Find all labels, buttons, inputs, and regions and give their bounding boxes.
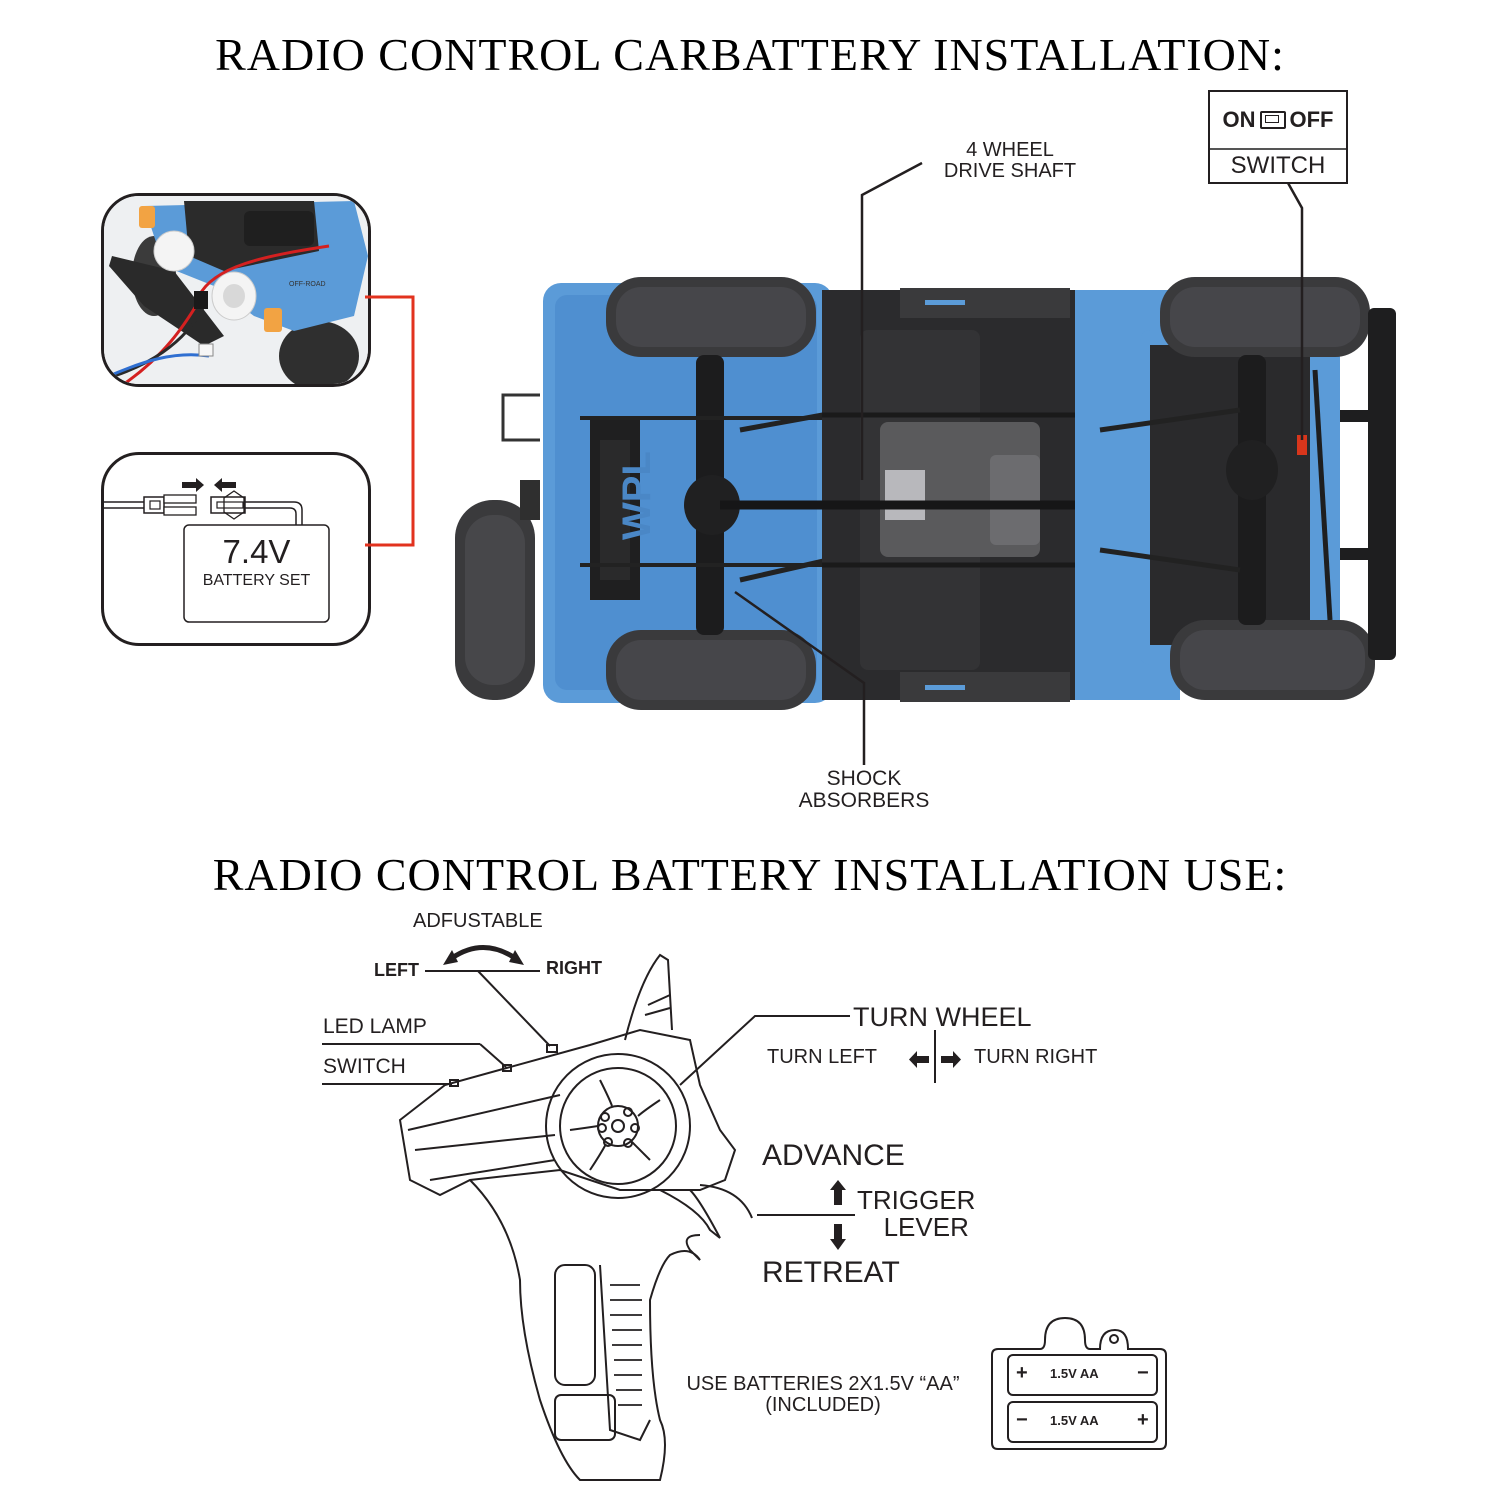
drive-shaft-label: 4 WHEEL DRIVE SHAFT [920,140,1100,182]
battery-cell-2-minus: − [1016,1409,1028,1431]
on-off-switch-box: ON OFF SWITCH [1208,90,1348,184]
advance-arrow-icon [830,1180,846,1205]
svg-text:OFF-ROAD: OFF-ROAD [289,281,326,288]
batteries-instruction: USE BATTERIES 2X1.5V “AA” (INCLUDED) [668,1374,978,1416]
section1-title: RADIO CONTROL CARBATTERY INSTALLATION: [215,29,1285,80]
turn-right-arrow-icon [941,1051,961,1068]
front-left-tire [606,277,816,357]
slide-switch-icon [1259,111,1286,129]
svg-text:WPL: WPL [615,451,659,540]
adjustable-label: ADFUSTABLE [413,910,543,932]
push-right-arrow-icon [182,478,204,492]
turn-right-label: TURN RIGHT [974,1046,1098,1068]
advance-label: ADVANCE [762,1139,905,1172]
switch-label: SWITCH [1230,152,1326,179]
battery-connection-photo: OFF-ROAD [104,196,368,384]
led-lamp-label: LED LAMP [323,1015,427,1038]
rear-left-tire [1160,277,1370,357]
shock-absorber-leader [734,590,866,765]
drive-shaft-label-line1: 4 WHEEL [966,139,1054,161]
battery-cell-2-plus: + [1137,1409,1149,1431]
battery-connection-photo-callout: OFF-ROAD [101,193,371,387]
shock-absorbers-label: SHOCK ABSORBERS [774,767,954,813]
drive-shaft-leader [860,161,923,480]
battery-cell-1-label: 1.5V AA [1050,1366,1099,1381]
front-right-tire [606,630,816,710]
trim-right-label: RIGHT [546,958,602,978]
connector-callout-line [365,295,415,547]
trigger-lever-label: TRIGGER LEVER [857,1185,976,1243]
spare-wheel [455,500,535,700]
switch-label-transmitter: SWITCH [323,1055,406,1078]
switch-off-label: OFF [1289,107,1334,132]
switch-leader [1286,182,1304,440]
switch-on-label: ON [1222,107,1256,132]
battery-cell-1-minus: − [1137,1362,1149,1384]
battery-set-callout: 7.4V BATTERY SET [101,452,371,646]
shock-absorbers-label-line2: ABSORBERS [798,789,930,813]
trim-left-label: LEFT [374,960,419,980]
connector-diagram [104,478,330,623]
shock-absorbers-label-line1: SHOCK [826,767,902,790]
batteries-instruction-line2: (INCLUDED) [765,1394,881,1416]
battery-set-label: BATTERY SET [202,572,311,589]
battery-cell-2-label: 1.5V AA [1050,1413,1099,1428]
adjustable-arrow-icon [450,945,517,961]
turn-left-arrow-icon [909,1051,929,1068]
retreat-arrow-icon [830,1224,846,1250]
battery-cell-1-plus: + [1016,1362,1028,1384]
trigger-lever-label-line2: LEVER [883,1212,969,1243]
push-left-arrow-icon [214,478,236,492]
section2-title: RADIO CONTROL BATTERY INSTALLATION USE: [212,849,1288,900]
battery-voltage-label: 7.4V [222,533,291,570]
rear-right-tire [1170,620,1375,700]
turn-wheel-label: TURN WHEEL [853,1002,1032,1032]
trigger-lever-label-line1: TRIGGER [857,1185,976,1215]
turn-left-label: TURN LEFT [767,1046,877,1068]
drive-shaft-label-line2: DRIVE SHAFT [943,160,1077,182]
retreat-label: RETREAT [762,1256,900,1289]
batteries-instruction-line1: USE BATTERIES 2X1.5V “AA” [686,1373,960,1395]
